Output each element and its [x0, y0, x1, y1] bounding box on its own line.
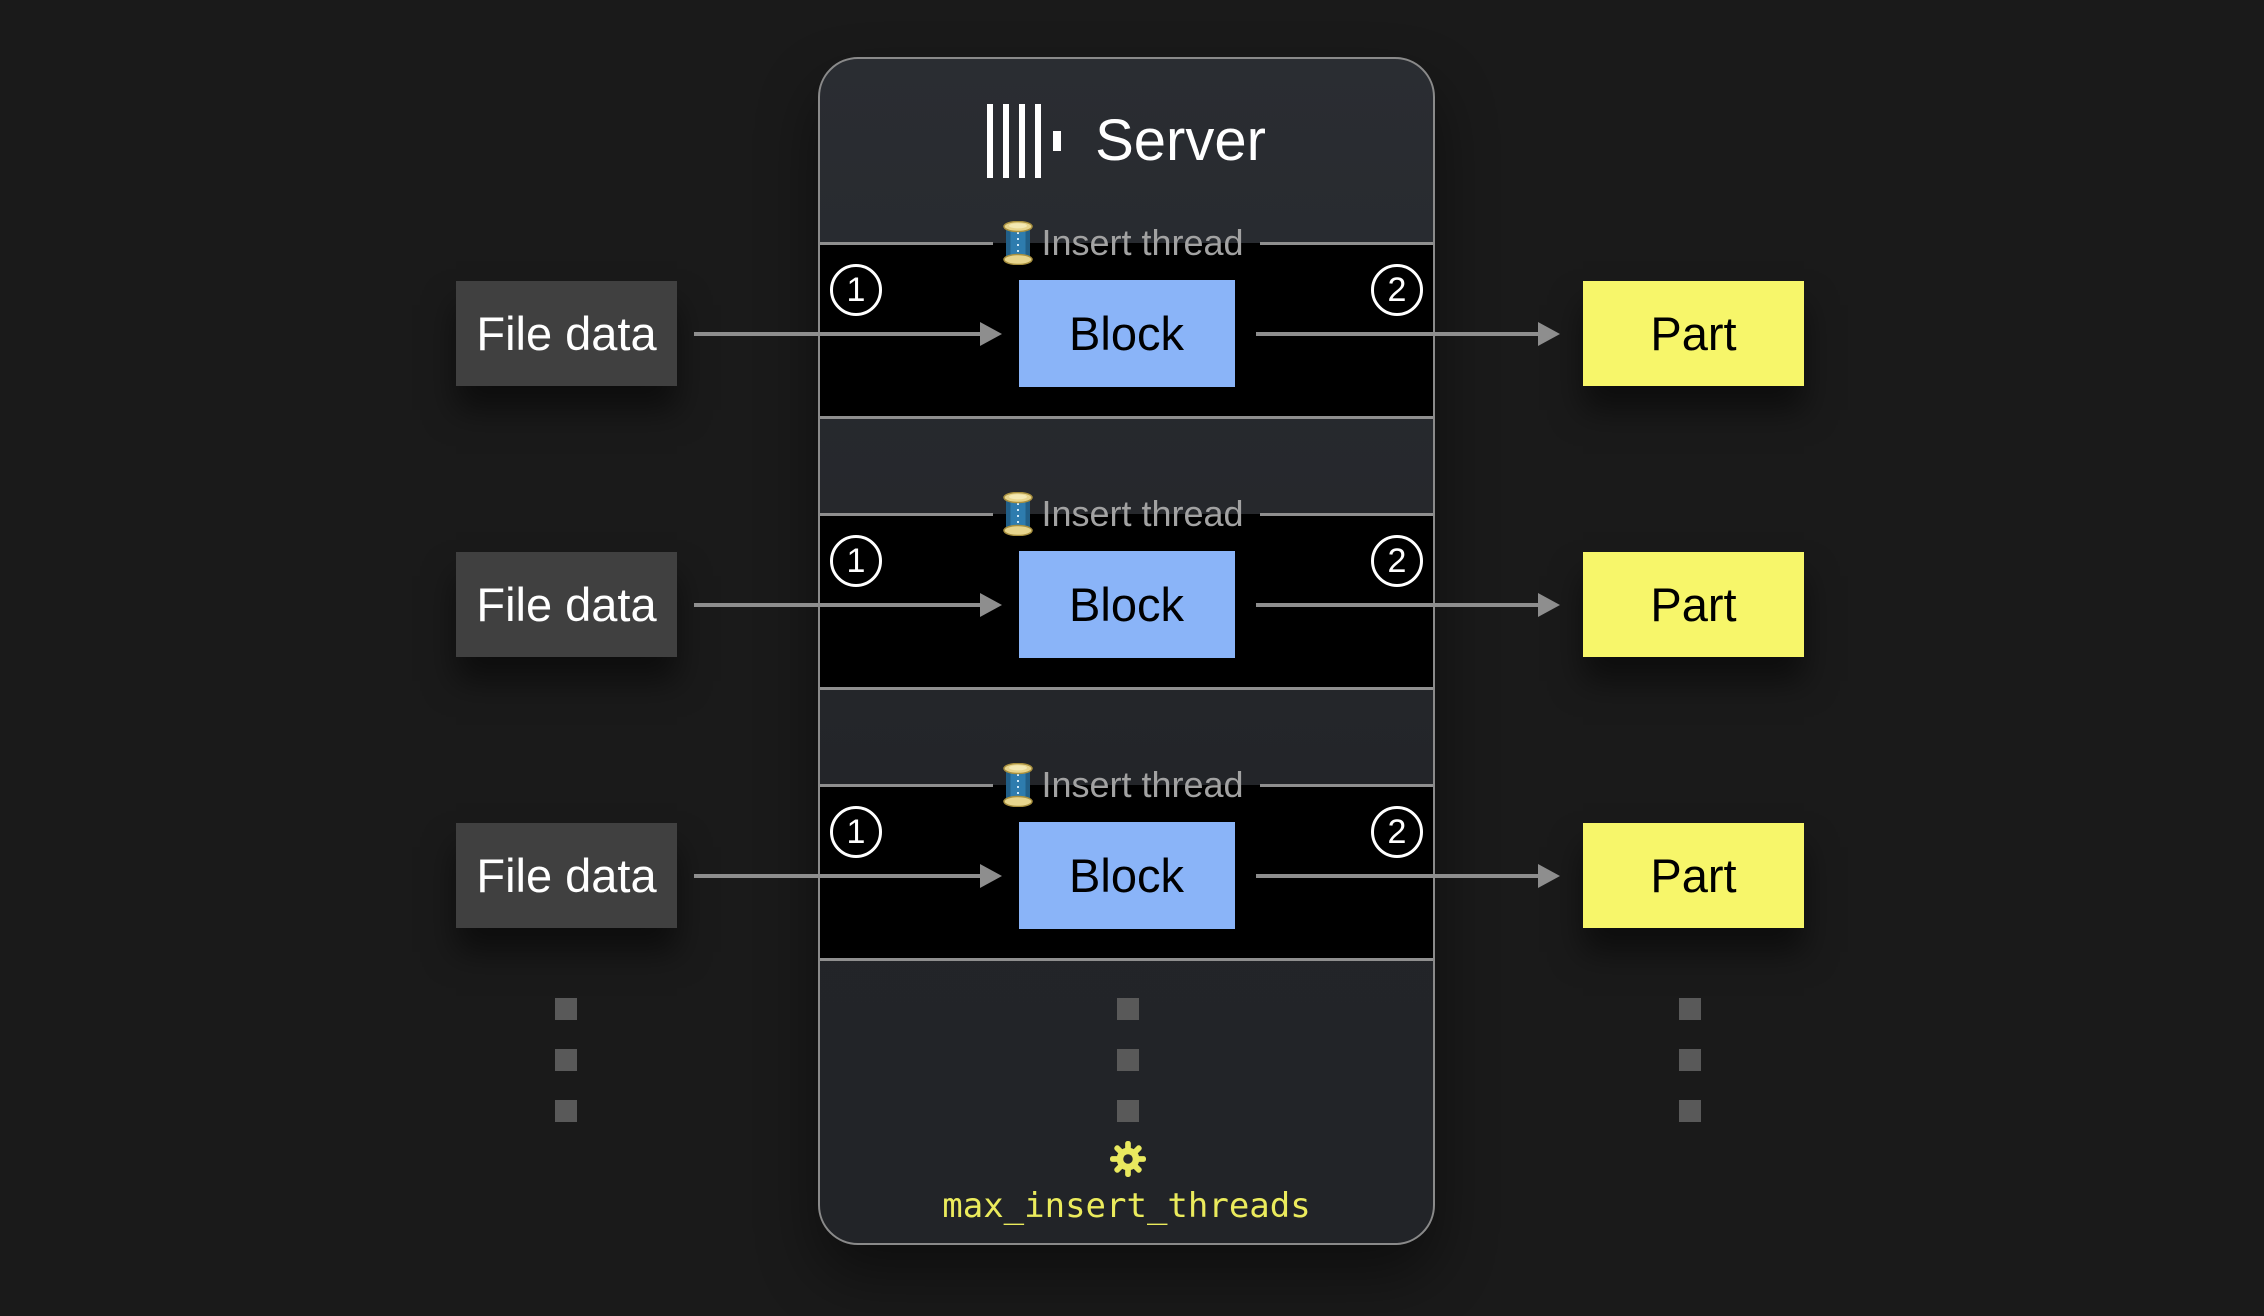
arrow-file-to-block	[694, 864, 1002, 888]
clickhouse-logo-icon	[987, 104, 1062, 178]
ellipsis-dot	[555, 998, 577, 1020]
arrow-shaft	[1256, 603, 1538, 607]
insert-thread-section: Insert thread 1 Block 2	[820, 492, 1433, 690]
arrow-shaft	[694, 332, 980, 336]
insert-thread-legend: Insert thread	[820, 763, 1433, 807]
step-2-badge: 2	[1371, 535, 1423, 587]
arrow-head-icon	[980, 864, 1002, 888]
arrow-shaft	[694, 603, 980, 607]
step-2-badge: 2	[1371, 806, 1423, 858]
block-box: Block	[1018, 551, 1235, 658]
arrow-shaft	[694, 874, 980, 878]
insert-thread-section: Insert thread 1 Block 2	[820, 221, 1433, 419]
step-2-number: 2	[1387, 270, 1407, 309]
step-2-number: 2	[1387, 812, 1407, 851]
arrow-head-icon	[980, 593, 1002, 617]
arrow-head-icon	[1538, 593, 1560, 617]
ellipsis-dot	[1117, 1049, 1139, 1071]
block-label: Block	[1069, 578, 1184, 631]
arrow-block-to-part	[1256, 864, 1560, 888]
file-data-label: File data	[476, 307, 657, 360]
step-2-number: 2	[1387, 541, 1407, 580]
file-data-box: File data	[456, 281, 677, 386]
part-box: Part	[1583, 552, 1804, 657]
vertical-ellipsis	[1117, 998, 1139, 1151]
arrow-file-to-block	[694, 593, 1002, 617]
server-panel: Server Insert thread 1 Block 2	[818, 57, 1435, 1245]
part-box: Part	[1583, 823, 1804, 928]
step-1-number: 1	[846, 270, 866, 309]
file-data-box: File data	[456, 823, 677, 928]
step-2-badge: 2	[1371, 264, 1423, 316]
thread-spool-icon	[1003, 492, 1034, 536]
part-box: Part	[1583, 281, 1804, 386]
block-box: Block	[1018, 280, 1235, 387]
step-1-number: 1	[846, 541, 866, 580]
arrow-shaft	[1256, 874, 1538, 878]
ellipsis-dot	[1679, 1049, 1701, 1071]
gear-icon	[1110, 1141, 1146, 1177]
ellipsis-dot	[555, 1100, 577, 1122]
ellipsis-dot	[555, 1049, 577, 1071]
arrow-file-to-block	[694, 322, 1002, 346]
vertical-ellipsis	[1679, 998, 1701, 1151]
arrow-block-to-part	[1256, 322, 1560, 346]
insert-thread-label: Insert thread	[1041, 493, 1244, 534]
arrow-head-icon	[1538, 322, 1560, 346]
part-label: Part	[1650, 307, 1737, 360]
part-label: Part	[1650, 578, 1737, 631]
insert-thread-label: Insert thread	[1041, 764, 1244, 805]
file-data-label: File data	[476, 578, 657, 631]
vertical-ellipsis	[555, 998, 577, 1151]
insert-thread-legend: Insert thread	[820, 492, 1433, 536]
arrow-head-icon	[980, 322, 1002, 346]
arrow-shaft	[1256, 332, 1538, 336]
insert-thread-label: Insert thread	[1041, 222, 1244, 263]
block-label: Block	[1069, 849, 1184, 902]
arrow-block-to-part	[1256, 593, 1560, 617]
thread-spool-icon	[1003, 763, 1034, 807]
insert-thread-section: Insert thread 1 Block 2	[820, 763, 1433, 961]
thread-spool-icon	[1003, 221, 1034, 265]
step-1-badge: 1	[830, 535, 882, 587]
ellipsis-dot	[1117, 998, 1139, 1020]
max-insert-threads-label: max_insert_threads	[942, 1186, 1311, 1226]
server-header: Server	[820, 103, 1433, 179]
insert-thread-legend: Insert thread	[820, 221, 1433, 265]
step-1-number: 1	[846, 812, 866, 851]
block-box: Block	[1018, 822, 1235, 929]
file-data-box: File data	[456, 552, 677, 657]
file-data-label: File data	[476, 849, 657, 902]
step-1-badge: 1	[830, 264, 882, 316]
part-label: Part	[1650, 849, 1737, 902]
ellipsis-dot	[1679, 998, 1701, 1020]
arrow-head-icon	[1538, 864, 1560, 888]
server-title: Server	[1095, 108, 1266, 173]
block-label: Block	[1069, 307, 1184, 360]
ellipsis-dot	[1117, 1100, 1139, 1122]
step-1-badge: 1	[830, 806, 882, 858]
ellipsis-dot	[1679, 1100, 1701, 1122]
